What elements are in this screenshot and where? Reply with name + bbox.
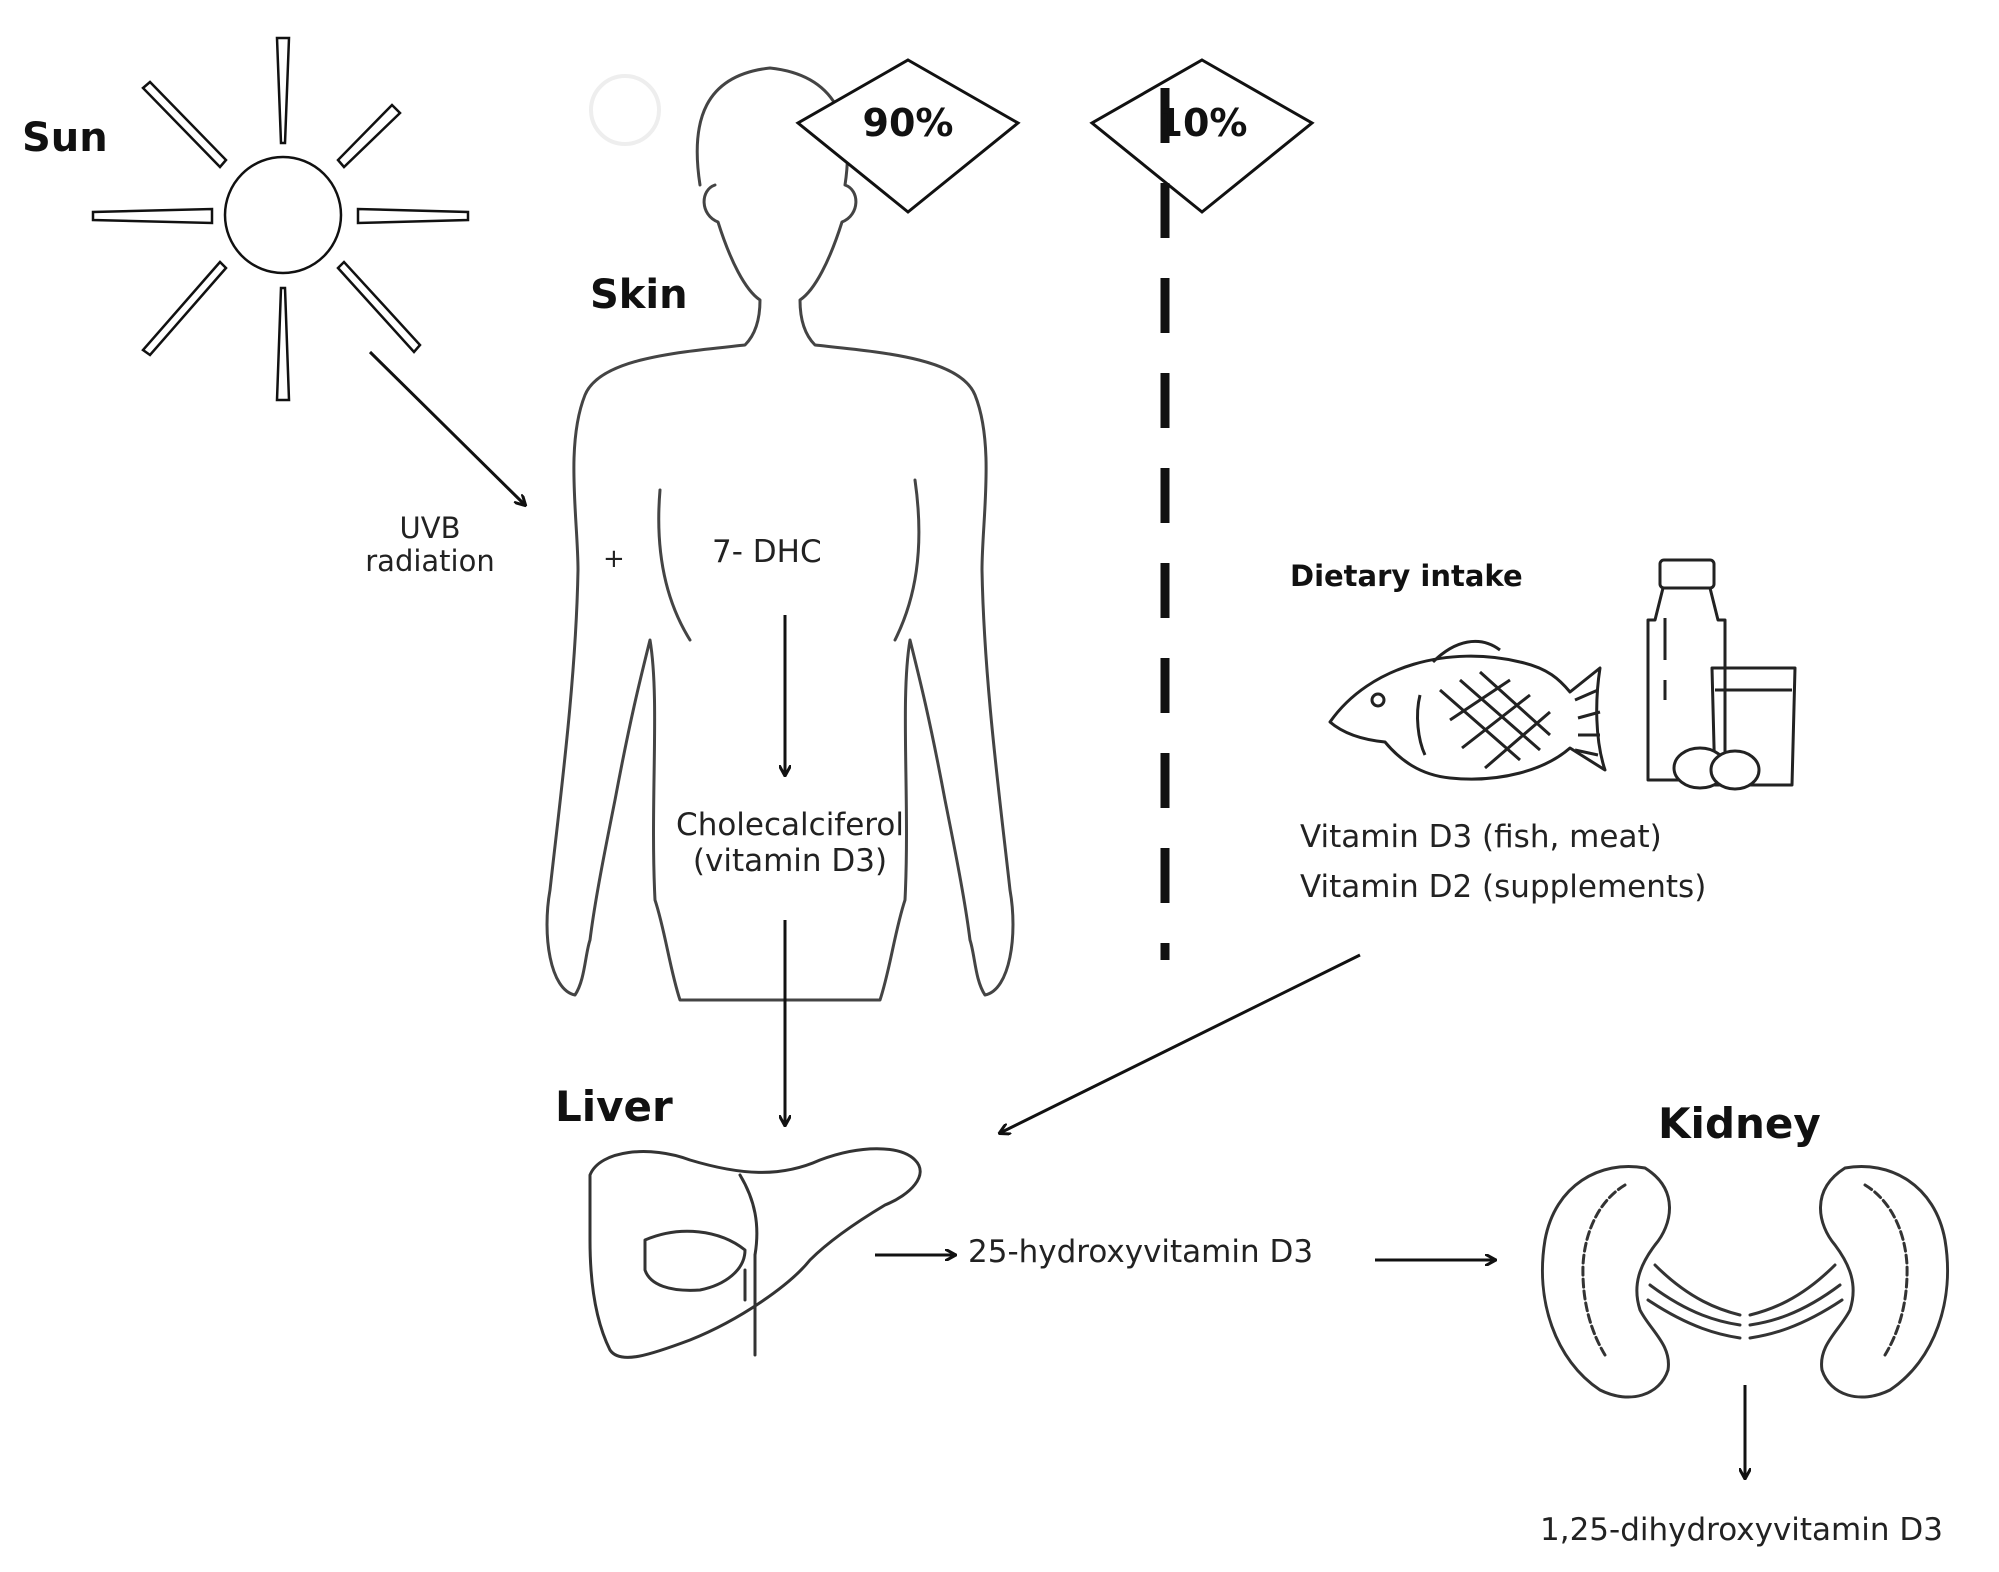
uvb-label-line1: UVB [399, 511, 461, 545]
sun-label: Sun [22, 115, 108, 161]
plus-sign: + [603, 544, 625, 574]
fish-icon [1328, 639, 1607, 781]
percent-diamond-90 [795, 58, 1021, 214]
percent-10-label: 10% [1156, 101, 1248, 145]
seven-dhc-label: 7- DHC [712, 534, 822, 570]
skin-label: Skin [590, 272, 688, 318]
arrow-dietary-to-liver [1000, 953, 1361, 1133]
liver-label: Liver [555, 1082, 673, 1131]
cholecalciferol-label-line1: Cholecalciferol [676, 807, 904, 843]
uvb-label-line2: radiation [365, 544, 495, 579]
kidneys-icon [1541, 1165, 1949, 1399]
dihydroxy-125-label: 1,25-dihydroxyvitamin D3 [1540, 1512, 1943, 1548]
liver-icon [588, 1147, 922, 1359]
glass-icon [1710, 666, 1797, 787]
vitd3-source-label: Vitamin D3 (fish, meat) [1300, 819, 1662, 855]
dietary-intake-label: Dietary intake [1290, 559, 1523, 593]
kidney-label: Kidney [1658, 1099, 1821, 1148]
watermark-circle [589, 74, 661, 146]
human-body-icon [545, 66, 1015, 1002]
percent-diamond-10 [1089, 58, 1315, 214]
uvb-arrow [368, 350, 525, 505]
cholecalciferol-label: Cholecalciferol (vitamin D3) [640, 807, 940, 879]
sun-icon [91, 36, 470, 402]
cholecalciferol-label-line2: (vitamin D3) [692, 842, 888, 879]
vitd2-source-label: Vitamin D2 (supplements) [1300, 869, 1707, 905]
percent-90-label: 90% [862, 101, 954, 145]
hydroxy-25-label: 25-hydroxyvitamin D3 [968, 1234, 1314, 1270]
uvb-label: UVB radiation [350, 511, 510, 579]
eggs-icon [1672, 746, 1761, 791]
